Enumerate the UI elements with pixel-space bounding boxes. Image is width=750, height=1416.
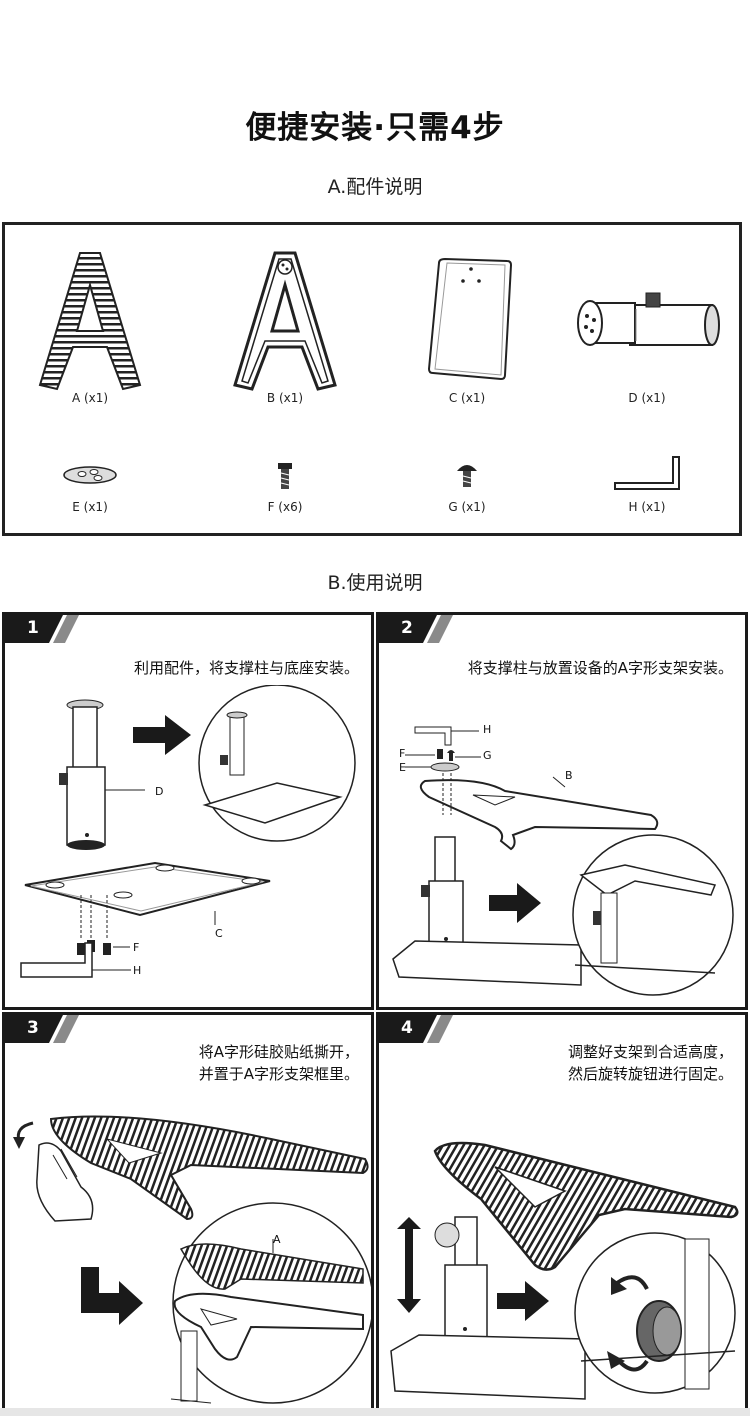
a-frame-outline-icon [233,251,337,391]
screw-icon [278,463,292,489]
step-tab [5,1015,79,1043]
step-1-label-f: F [133,941,140,954]
step-tab [379,1015,453,1043]
step-2-number: 2 [401,618,413,638]
step-2-illustration [392,726,734,996]
page-title: 便捷安装·只需4步 [245,110,505,146]
part-d [570,275,730,365]
part-h [613,453,683,493]
part-a [35,245,145,395]
knob-screw-icon [457,465,477,487]
part-c-label: C (x1) [448,391,486,405]
step-3-illustration [13,1115,371,1404]
step-1-label-h: H [133,964,142,977]
step-1-text: 利用配件，将支撑柱与底座安装。 [133,659,359,677]
washer-icon [63,466,117,484]
step-1-panel: 1 利用配件，将支撑柱与底座安装。 [2,612,374,1010]
step-2-panel: 2 将支撑柱与放置设备的A字形支架安装。 [376,612,748,1010]
step-2-label-f: F [399,747,406,760]
part-e [60,463,120,487]
step-1-illustration [20,685,356,978]
parts-list-box: A (x1) B (x1) C (x1) D [2,222,742,536]
part-b [230,245,340,395]
step-4-text-line1: 调整好支架到合适高度， [567,1043,733,1061]
a-frame-striped-icon [38,252,142,391]
bottom-strip [0,1408,750,1416]
step-3-text-line2: 并置于A字形支架框里。 [198,1065,359,1083]
part-g-label: G (x1) [448,500,486,514]
part-d-label: D (x1) [628,391,666,405]
part-a-label: A (x1) [71,391,109,405]
step-2-label-g: G [483,749,492,762]
step-1-label-d: D [155,785,164,798]
step-4-number: 4 [401,1018,413,1038]
step-4-illustration [390,1141,739,1400]
part-h-label: H (x1) [628,500,666,514]
step-3-number: 3 [27,1018,39,1038]
step-1-label-c: C [215,927,223,940]
hex-key-icon [614,456,680,490]
step-3-label-a: A [273,1233,281,1246]
steps-grid: 1 利用配件，将支撑柱与底座安装。 [0,612,750,1416]
base-plate-icon [427,257,513,381]
step-2-label-e: E [399,761,406,774]
step-2-text: 将支撑柱与放置设备的A字形支架安装。 [467,659,733,677]
step-2-label-h: H [483,723,492,736]
step-4-panel: 4 调整好支架到合适高度， 然后旋转旋钮进行固定。 [376,1012,748,1414]
step-1-number: 1 [27,618,39,638]
step-tab [379,615,453,643]
step-tab [5,615,79,643]
section-a-title: A.配件说明 [327,176,423,198]
support-column-icon [577,292,720,346]
step-2-label-b: B [565,769,573,782]
part-b-label: B (x1) [266,391,304,405]
step-3-panel: 3 将A字形硅胶贴纸撕开， 并置于A字形支架框里。 [2,1012,374,1414]
part-g [455,461,479,491]
step-4-text-line2: 然后旋转旋钮进行固定。 [567,1065,733,1083]
part-e-label: E (x1) [72,500,108,514]
section-b-title: B.使用说明 [327,572,423,594]
part-f [275,461,295,491]
part-f-label: F (x6) [267,500,303,514]
step-3-text-line1: 将A字形硅胶贴纸撕开， [198,1043,359,1061]
part-c [425,255,515,385]
